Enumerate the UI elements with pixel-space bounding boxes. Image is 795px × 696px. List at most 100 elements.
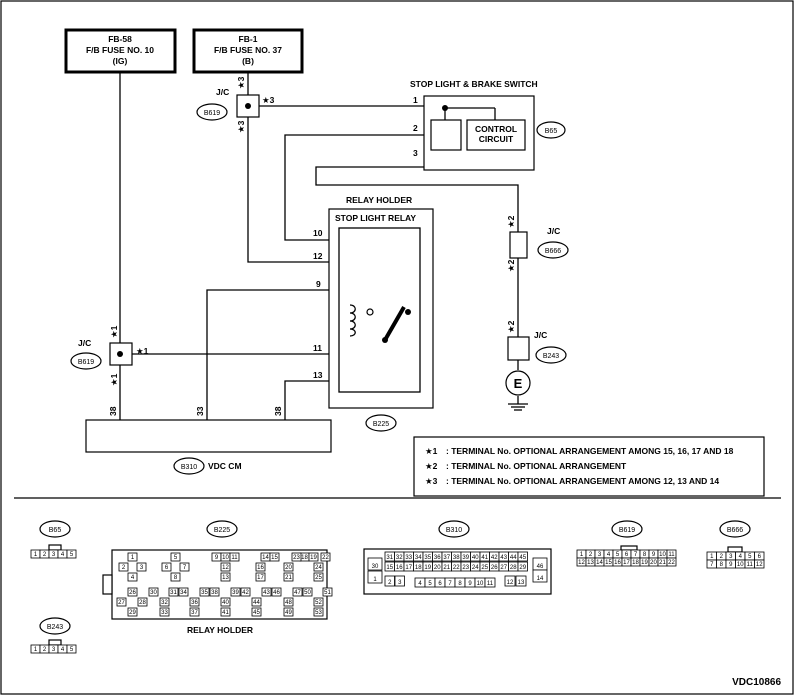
pin-cell (302, 587, 313, 597)
svg-text:J/C: J/C (216, 87, 229, 97)
pin-label: 17 (257, 575, 264, 581)
pin-cell (271, 587, 282, 597)
pin-label: 1 (34, 647, 38, 653)
pin-label: 41 (222, 610, 229, 616)
pin-label: 38 (211, 590, 218, 596)
pin-label: 9 (729, 562, 733, 568)
pin-label: 48 (285, 600, 292, 606)
pin-label: 26 (129, 590, 136, 596)
pin-label: 5 (70, 647, 74, 653)
svg-text:B619: B619 (619, 527, 635, 534)
pin-label: 18 (415, 565, 422, 571)
pin-label: 15 (271, 555, 278, 561)
pin-label: 13 (518, 580, 525, 586)
pin-label: 7 (183, 565, 187, 571)
svg-text:: TERMINAL No. OPTIONAL ARRANG: : TERMINAL No. OPTIONAL ARRANGEMENT (446, 461, 627, 471)
relay-holder: RELAY HOLDER STOP LIGHT RELAY 10 12 9 11… (313, 195, 434, 432)
svg-text:38: 38 (108, 406, 118, 416)
pin-cell (116, 597, 127, 607)
pin-label: 3 (729, 554, 733, 560)
pin-label: 1 (131, 555, 135, 561)
svg-text:RELAY HOLDER: RELAY HOLDER (187, 625, 253, 635)
jc-b619-bottom: J/C B619 ★1 ★1 ★1 (70, 325, 149, 386)
svg-text:★2: ★2 (506, 320, 516, 333)
pin-label: 45 (253, 610, 260, 616)
svg-text:B65: B65 (49, 527, 62, 534)
pin-cell (127, 552, 138, 562)
pin-cell (229, 552, 240, 562)
pin-cell (308, 552, 319, 562)
pin-cell (189, 607, 200, 617)
pin-cell (168, 587, 179, 597)
svg-text:11: 11 (313, 343, 322, 353)
pin-cell (159, 607, 170, 617)
pin-cell (394, 575, 405, 587)
pin-label: 11 (747, 562, 754, 568)
pin-label: 20 (650, 560, 657, 566)
pin-label: 20 (434, 565, 441, 571)
pin-label: 1 (34, 552, 38, 558)
pin-label: 16 (614, 560, 621, 566)
pin-cell (220, 597, 231, 607)
svg-text:★3: ★3 (236, 76, 246, 89)
pin-label: 2 (122, 565, 126, 571)
svg-text:★2: ★2 (425, 461, 438, 471)
pin-label: 31 (170, 590, 177, 596)
pin-label: 40 (222, 600, 229, 606)
pin-label: 3 (52, 647, 56, 653)
pin-label: 9 (652, 552, 656, 558)
pin-label: 28 (139, 600, 146, 606)
svg-text:★3: ★3 (262, 95, 275, 105)
pin-label: 2 (43, 647, 47, 653)
pin-cell (291, 552, 302, 562)
pin-label: 53 (315, 610, 322, 616)
pin-cell (137, 597, 148, 607)
pin-label: 1 (373, 577, 377, 583)
pin-label: 18 (301, 555, 308, 561)
jc-b666: J/C B666 ★2 ★2 (506, 215, 569, 272)
pin-label: 5 (748, 554, 752, 560)
pin-label: 31 (386, 555, 393, 561)
svg-text:FB-1: FB-1 (239, 34, 258, 44)
pin-cell (220, 562, 231, 572)
pin-label: 38 (453, 555, 460, 561)
pin-cell (292, 587, 303, 597)
svg-text:★2: ★2 (506, 215, 516, 228)
svg-text:★1: ★1 (109, 373, 119, 386)
pin-cell (283, 597, 294, 607)
pin-label: 44 (253, 600, 260, 606)
svg-text:RELAY HOLDER: RELAY HOLDER (346, 195, 412, 205)
pin-label: 44 (510, 555, 517, 561)
pin-label: 2 (388, 580, 392, 586)
pin-label: 35 (201, 590, 208, 596)
svg-text:J/C: J/C (78, 338, 91, 348)
pin-label: 49 (285, 610, 292, 616)
pin-cell (504, 575, 516, 587)
pin-cell (532, 569, 548, 583)
pin-label: 10 (659, 552, 666, 558)
pin-label: 5 (174, 555, 178, 561)
pin-label: 12 (578, 560, 585, 566)
pin-label: 3 (52, 552, 56, 558)
pin-label: 3 (398, 580, 402, 586)
pin-label: 13 (587, 560, 594, 566)
pin-cell (255, 562, 266, 572)
pin-label: 12 (222, 565, 229, 571)
pin-cell (127, 572, 138, 582)
pin-label: 2 (43, 552, 47, 558)
svg-text:33: 33 (195, 406, 205, 416)
pin-cell (255, 572, 266, 582)
pin-label: 36 (434, 555, 441, 561)
pin-label: 21 (659, 560, 666, 566)
pin-label: 19 (641, 560, 648, 566)
pin-label: 17 (405, 565, 412, 571)
svg-text:★2: ★2 (506, 259, 516, 272)
pin-cell (170, 552, 181, 562)
pin-cell (136, 562, 147, 572)
svg-text:★1: ★1 (136, 346, 149, 356)
stop-light-brake-switch: STOP LIGHT & BRAKE SWITCH CONTROL CIRCUI… (410, 79, 566, 171)
pin-label: 34 (415, 555, 422, 561)
pin-label: 11 (487, 581, 494, 587)
svg-text:B310: B310 (181, 464, 197, 471)
